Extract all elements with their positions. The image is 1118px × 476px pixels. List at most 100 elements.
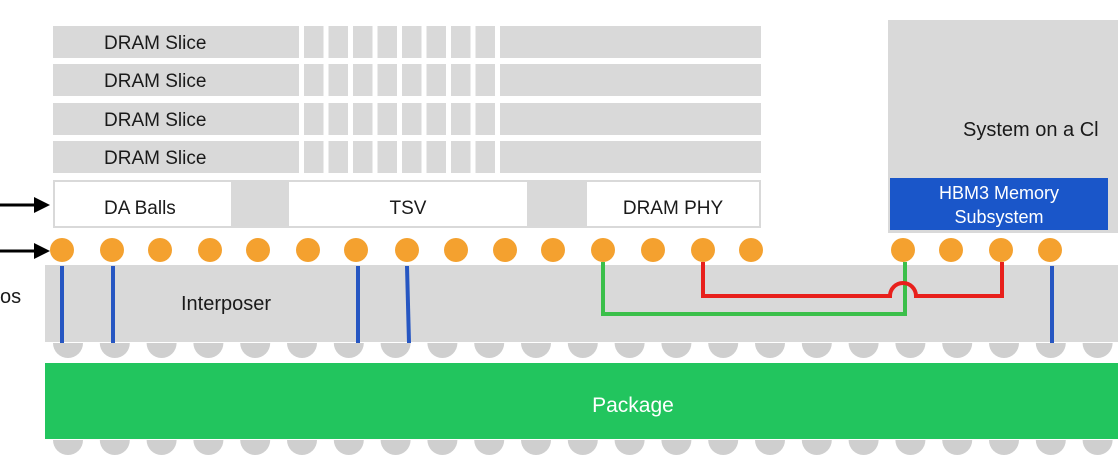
bga-ball [614,440,645,455]
microbump [296,238,320,262]
microbump [989,238,1013,262]
soc-die: System on a Cl HBM3 Memory Subsystem [888,20,1118,233]
da-balls-label: DA Balls [104,198,176,219]
c4-bump [333,343,364,359]
bga-ball-row [53,440,1113,455]
microbump [891,238,915,262]
bga-ball [895,440,926,455]
c4-bump [989,343,1019,358]
microbump [739,238,763,262]
bga-ball [146,440,177,455]
dram-slice-label-2: DRAM Slice [104,71,206,92]
tsv-stripe [348,26,353,173]
bga-ball [708,440,739,455]
c4-bump [708,343,739,359]
bga-ball [474,440,505,455]
bga-ball [53,440,83,455]
bga-ball [333,440,364,455]
tsv-label: TSV [390,198,427,219]
c4-bump [287,343,317,358]
microbump [246,238,270,262]
arrow-microbumps-head [34,243,50,259]
bga-ball [1082,440,1113,455]
tsv-stripe [421,26,427,173]
left-arrows [0,197,50,259]
bga-ball [848,440,879,455]
c4-bump [474,343,505,358]
microbump [395,238,419,262]
tsv-stripe [397,26,402,173]
bga-ball [521,440,551,455]
microbump [198,238,222,262]
bga-ball [567,440,598,455]
c4-bump [801,343,832,359]
bga-ball [801,440,832,455]
microbump-row [50,238,1062,262]
hbm3-label-line2: Subsystem [954,207,1043,227]
dram-slice-1 [53,26,761,58]
c4-bump [614,343,645,359]
c4-bump [380,343,411,359]
via [405,265,411,344]
dram-phy-label: DRAM PHY [623,198,724,219]
microbump [493,238,517,262]
interposer-label: Interposer [181,293,271,315]
base-die: DA Balls TSV DRAM PHY [53,180,761,228]
red-trace [701,262,1004,298]
dram-slice-2 [53,64,761,96]
interposer-edge-label: os [0,286,21,308]
bga-ball [240,440,271,455]
bga-ball [99,440,130,455]
dram-slice-label-4: DRAM Slice [104,148,206,169]
dram-slice-label-1: DRAM Slice [104,33,206,54]
tsv-block [289,182,527,226]
c4-bump [521,343,551,358]
microbump [541,238,565,262]
c4-bump [1082,343,1113,359]
dram-slice-label-3: DRAM Slice [104,110,206,131]
bga-ball [380,440,411,455]
tsv-stripe [470,26,476,173]
tsv-column-stripes [299,26,500,173]
tsv-stripe [372,26,378,173]
soc-label: System on a Cl [963,119,1099,141]
microbump [591,238,615,262]
package: Package [45,363,1118,439]
dram-slice-4 [53,141,761,173]
c4-bump [661,343,692,359]
bga-ball [1035,440,1066,455]
c4-bump [427,343,458,359]
c4-bump-row [53,343,1113,359]
microbump [691,238,715,262]
dram-slice-stack: DRAM Slice DRAM Slice DRAM Slice DRAM Sl… [53,26,761,173]
c4-bump [53,343,83,358]
hbm3-subsystem-block [890,178,1108,230]
dram-slice-3 [53,103,761,135]
bga-ball [755,440,785,455]
microbump [641,238,665,262]
c4-bump [942,343,973,359]
microbump [100,238,124,262]
interposer-vias [60,265,1054,344]
c4-bump [146,343,177,359]
tsv-stripe [446,26,451,173]
microbump [939,238,963,262]
c4-bump [755,343,785,358]
tsv-stripe [495,26,500,173]
package-label: Package [592,394,674,417]
bga-ball [942,440,973,455]
microbump [148,238,172,262]
microbump [344,238,368,262]
da-balls-block [55,182,231,226]
c4-bump [99,343,130,359]
interposer-traces [601,262,1004,316]
interposer: Interposer os [0,265,1118,342]
bga-ball [661,440,692,455]
bga-ball [193,440,224,455]
tsv-stripe [299,26,304,173]
bga-ball [989,440,1019,455]
arrow-base-die-head [34,197,50,213]
bga-ball [287,440,317,455]
c4-bump [895,343,926,359]
microbump [444,238,468,262]
